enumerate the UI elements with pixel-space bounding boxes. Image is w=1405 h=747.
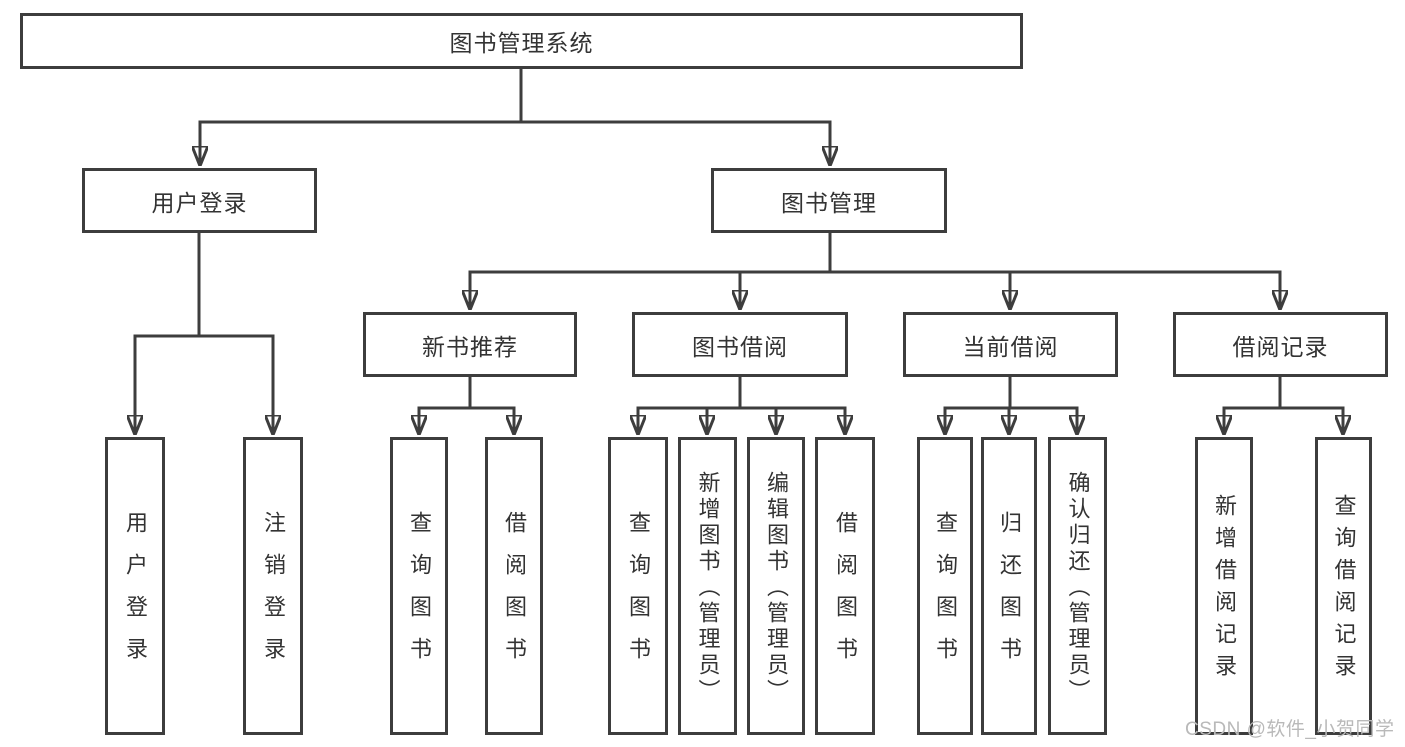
edge-borrowing-to-edit bbox=[738, 377, 776, 433]
edge-borrowing-to-query bbox=[638, 377, 742, 433]
leaf-logout: 注销登录 bbox=[243, 437, 303, 735]
leaf-add-borrow-record: 新增借阅记录 bbox=[1195, 437, 1253, 735]
node-label: 新书推荐 bbox=[422, 333, 518, 360]
node-label: 借阅记录 bbox=[1232, 333, 1329, 360]
leaf-borrow-books: 借阅图书 bbox=[815, 437, 875, 735]
leaf-borrow-books: 借阅图书 bbox=[485, 437, 543, 735]
node-label: 当前借阅 bbox=[962, 333, 1059, 360]
node-system-root: 图书管理系统 bbox=[20, 13, 1023, 69]
node-new-book-recommend: 新书推荐 bbox=[363, 312, 577, 377]
leaf-label: 查询图书 bbox=[407, 511, 432, 679]
leaf-label: 确认归还（管理员） bbox=[1065, 471, 1091, 705]
edge-mgmt-to-borrowing bbox=[740, 233, 832, 308]
leaf-return-books: 归还图书 bbox=[981, 437, 1037, 735]
edge-root-to-book-mgmt bbox=[519, 68, 830, 164]
node-book-borrowing: 图书借阅 bbox=[632, 312, 848, 377]
node-label: 用户登录 bbox=[151, 189, 248, 216]
edge-borrowing-to-add bbox=[707, 377, 742, 433]
watermark: CSDN @软件_小贺同学 bbox=[1185, 719, 1395, 740]
leaf-label: 借阅图书 bbox=[502, 511, 527, 679]
leaf-label: 用户登录 bbox=[123, 511, 148, 679]
edge-records-to-add bbox=[1224, 377, 1282, 433]
edge-newbooks-to-query bbox=[419, 377, 472, 433]
leaf-label: 新增图书（管理员） bbox=[695, 471, 721, 705]
leaf-query-borrow-record: 查询借阅记录 bbox=[1315, 437, 1372, 735]
edge-root-to-user-login bbox=[200, 68, 523, 164]
node-label: 图书管理系统 bbox=[449, 30, 594, 56]
node-label: 图书借阅 bbox=[692, 333, 788, 360]
node-borrowing-records: 借阅记录 bbox=[1173, 312, 1388, 377]
leaf-label: 新增借阅记录 bbox=[1212, 494, 1237, 686]
edge-records-to-query bbox=[1278, 377, 1343, 433]
leaf-label: 查询图书 bbox=[933, 511, 958, 679]
node-book-management: 图书管理 bbox=[711, 168, 947, 233]
leaf-query-books: 查询图书 bbox=[390, 437, 448, 735]
leaf-label: 查询图书 bbox=[626, 511, 651, 679]
leaf-label: 归还图书 bbox=[997, 511, 1022, 679]
edge-borrowing-to-borrow bbox=[738, 377, 845, 433]
edge-login-to-logout-leaf bbox=[197, 233, 273, 433]
leaf-label: 注销登录 bbox=[261, 511, 286, 679]
node-current-borrowing: 当前借阅 bbox=[903, 312, 1118, 377]
leaf-query-books: 查询图书 bbox=[917, 437, 973, 735]
leaf-query-books: 查询图书 bbox=[608, 437, 668, 735]
edge-current-to-query bbox=[945, 377, 1012, 433]
leaf-user-login: 用户登录 bbox=[105, 437, 165, 735]
leaf-label: 查询借阅记录 bbox=[1331, 494, 1357, 686]
node-user-login: 用户登录 bbox=[82, 168, 317, 233]
leaf-label: 编辑图书（管理员） bbox=[764, 471, 789, 705]
edge-current-to-confirm bbox=[1008, 377, 1077, 433]
leaf-edit-books-admin: 编辑图书（管理员） bbox=[747, 437, 805, 735]
edge-newbooks-to-borrow bbox=[468, 377, 514, 433]
node-label: 图书管理 bbox=[781, 189, 877, 216]
leaf-label: 借阅图书 bbox=[833, 511, 858, 679]
leaf-add-books-admin: 新增图书（管理员） bbox=[678, 437, 737, 735]
leaf-confirm-return-admin: 确认归还（管理员） bbox=[1048, 437, 1107, 735]
edge-login-to-user-login-leaf bbox=[135, 233, 201, 433]
edge-mgmt-to-records bbox=[828, 233, 1280, 308]
